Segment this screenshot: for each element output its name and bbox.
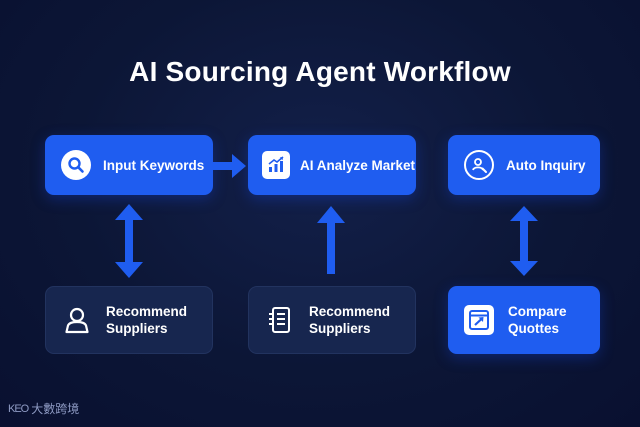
document-list-icon [265,305,295,335]
node-compare-quotes-line1: Compare [508,304,567,319]
arrow-up-center [317,206,345,274]
node-input-keywords: Input Keywords [45,135,213,195]
node-recommend-suppliers-2: Recommend Suppliers [248,286,416,354]
node-compare-quotes-line2: Quottes [508,321,560,336]
node-recommend-suppliers-1-line2: Suppliers [106,321,168,336]
window-arrow-icon [464,305,494,335]
node-ai-analyze-label: AI Analyze Market [300,157,416,173]
arrow-bidirectional-left [115,204,143,278]
node-recommend-suppliers-1: Recommend Suppliers [45,286,213,354]
node-recommend-suppliers-1-line1: Recommend [106,304,188,319]
person-icon [62,305,92,335]
search-icon [61,150,91,180]
diagram-title: AI Sourcing Agent Workflow [129,56,511,87]
watermark-logo: KEO [8,402,29,415]
chart-icon [262,151,290,179]
watermark: KEO 大數跨境 [8,400,79,417]
node-auto-inquiry-label: Auto Inquiry [506,157,586,173]
user-search-icon [464,150,494,180]
arrow-bidirectional-right [510,206,538,276]
node-compare-quotes: Compare Quottes [448,286,600,354]
watermark-text: 大數跨境 [31,402,80,416]
arrow-right-keywords-to-analyze [212,154,246,178]
node-recommend-suppliers-2-line2: Suppliers [309,321,371,336]
node-ai-analyze: AI Analyze Market [248,135,416,195]
node-auto-inquiry: Auto Inquiry [448,135,600,195]
node-recommend-suppliers-2-line1: Recommend [309,304,391,319]
node-input-keywords-label: Input Keywords [103,157,205,173]
